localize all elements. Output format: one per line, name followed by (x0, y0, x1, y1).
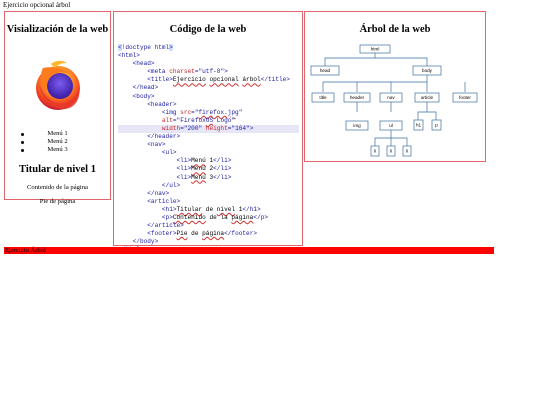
tree-edge (356, 102, 392, 112)
menu-item: Menú 3 (5, 146, 110, 154)
tree-node-header: header (343, 92, 371, 103)
tree-node-label: footer (459, 95, 471, 100)
visualization-heading: Visialización de la web (6, 24, 109, 35)
tree-node-label: head (320, 68, 331, 73)
tree-node-label: ul (389, 123, 393, 128)
code-line: </nav> (118, 189, 170, 197)
code-line: alt="FirefoxOS Logo" (161, 116, 236, 124)
code-block: <!doctype html><html> <head> <meta chars… (118, 44, 299, 254)
tree-node-head: head (310, 65, 340, 76)
page-title: Ejercicio opcional árbol (3, 1, 71, 9)
code-line: </header> (118, 133, 181, 141)
firefox-logo-icon (36, 60, 80, 110)
tree-node-label: img (353, 123, 361, 128)
tree-node-footer: footer (452, 92, 478, 103)
code-line: <article> (118, 197, 181, 205)
tree-node-body: body (412, 65, 442, 76)
tree-node-label: body (422, 68, 433, 73)
tree-panel: Árbol de la web html head body title (304, 11, 486, 162)
code-line: <!doctype html> (118, 44, 173, 51)
code-line: <html> (118, 52, 140, 60)
tree-node-article: article (414, 92, 440, 103)
tree-node-label: h1 (416, 122, 422, 127)
tree-node-img: img (345, 120, 369, 131)
tree-node-html: html (359, 44, 391, 54)
visualization-h1: Titular de nivel 1 (19, 164, 96, 175)
tree-node-label: li (374, 148, 376, 153)
tree-node-label: html (371, 46, 380, 51)
tree-heading: Árbol de la web (359, 24, 431, 35)
code-panel: Código de la web <!doctype html><html> <… (113, 11, 303, 253)
tree-node-h1: h1 (413, 119, 424, 131)
tree-node-label: header (350, 95, 365, 100)
tree-edge (322, 75, 466, 92)
visualization-panel: Visialización de la web Menú 1 Menú 2 Me… (4, 11, 111, 205)
menu-item: Menú 2 (5, 138, 110, 146)
code-line: <li>Menú 1</li> (118, 157, 232, 165)
tree-node-label: li (390, 148, 392, 153)
menu-list: Menú 1 Menú 2 Menú 3 (5, 130, 110, 154)
code-heading: Código de la web (169, 24, 247, 35)
tree-node-li: li (370, 145, 380, 157)
code-line: </body> (118, 238, 159, 246)
code-line-highlighted: width="200" height="164"> (118, 124, 299, 134)
tree-edge (374, 130, 408, 146)
code-line: <ul> (118, 149, 177, 157)
menu-item: Menú 1 (5, 130, 110, 138)
code-line: <img src="firefox.jpg" (118, 108, 243, 116)
tree-node-title: title (311, 92, 335, 103)
footer-bar: Ejercicio Árbol (4, 247, 494, 254)
tree-node-li: li (402, 145, 412, 157)
visualization-footer: Pie de página (39, 198, 76, 205)
tree-node-ul: ul (379, 120, 403, 131)
tree-node-nav: nav (379, 92, 403, 103)
code-line: <head> (118, 60, 155, 68)
code-line: <title>Ejercicio opcional árbol</title> (118, 76, 290, 84)
code-line: <p>Contenido de la página</p> (118, 213, 268, 221)
tree-node-label: nav (387, 95, 395, 100)
code-line: <nav> (118, 141, 166, 149)
tree-node-p: p (431, 119, 442, 131)
tree-edges (322, 52, 466, 146)
code-line: </article> (118, 222, 184, 230)
dom-tree-diagram: html head body title header nav article (310, 44, 478, 157)
visualization-paragraph: Contenido de la página (27, 184, 88, 191)
tree-edge (417, 102, 437, 120)
code-line: </ul> (118, 181, 181, 189)
code-line: <li>Menú 3</li> (118, 173, 232, 181)
code-line: <header> (118, 100, 177, 108)
tree-node-label: title (319, 95, 327, 100)
tree-node-label: article (421, 95, 434, 100)
code-line: <h1>Titular de nivel 1</h1> (118, 205, 261, 213)
tree-node-label: li (406, 148, 408, 153)
tree-node-li: li (386, 145, 396, 157)
code-line: </head> (118, 84, 159, 92)
tree-node-label: p (435, 122, 438, 127)
code-line: <body> (118, 92, 155, 100)
tree-edge (324, 52, 428, 66)
code-line: <li>Menú 2</li> (118, 165, 232, 173)
code-line: <meta charset="utf-8"> (118, 68, 228, 76)
code-line: <footer>Pie de página</footer> (118, 230, 258, 238)
